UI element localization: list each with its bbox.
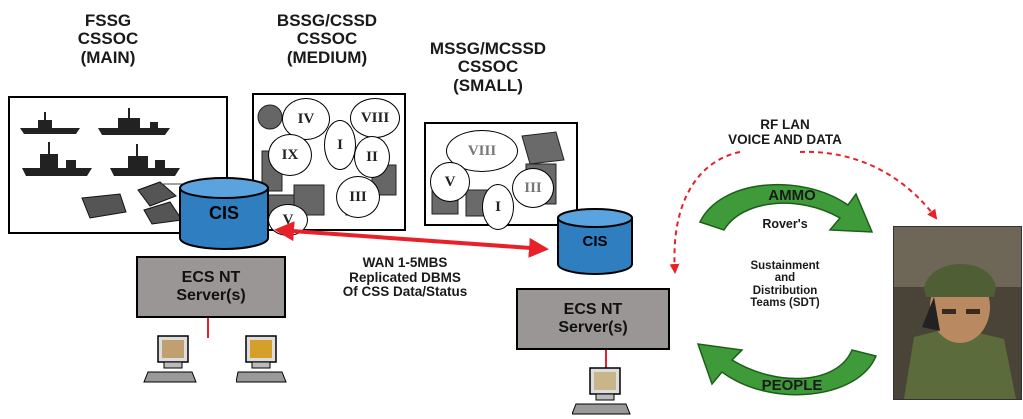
server-left-line2: Server(s): [176, 287, 246, 304]
class-circle-iii: III: [336, 176, 380, 218]
mssg-title-line2: CSSOC: [457, 57, 519, 77]
server-right-line2: Server(s): [558, 319, 628, 336]
cis-database-right: [557, 208, 633, 275]
people-label: PEOPLE: [761, 377, 823, 394]
class-circle-v-small: V: [430, 162, 470, 202]
class-circle-ix: IX: [268, 134, 312, 176]
sdt-line4: Teams (SDT): [750, 297, 820, 310]
mssg-title: MSSG/MCSSD CSSOC (SMALL): [418, 39, 558, 95]
cis-database-left: [179, 177, 269, 250]
bssg-title-line3: (MEDIUM): [286, 47, 368, 67]
mssg-title-line3: (SMALL): [453, 75, 523, 95]
sdt-line1: Sustainment: [750, 260, 820, 272]
class-circle-iii-small: III: [512, 168, 554, 208]
wan-label-line1: WAN 1-5MBS: [362, 255, 448, 270]
fssg-box: [8, 96, 228, 234]
rflan-label-line1: RF LAN: [760, 117, 810, 132]
rflan-label: RF LAN VOICE AND DATA: [700, 117, 870, 147]
rovers-label: Rover's: [762, 217, 808, 231]
cis-label-left: CIS: [208, 203, 239, 223]
bssg-title: BSSG/CSSD CSSOC (MEDIUM): [262, 11, 392, 67]
ammo-arrow: [698, 183, 874, 233]
ecs-server-right: ECS NT Server(s): [516, 288, 670, 350]
ecs-server-left: ECS NT Server(s): [136, 256, 286, 318]
ship-silhouettes: [20, 108, 220, 225]
soldier-illustration: [894, 227, 1021, 399]
mssg-title-line1: MSSG/MCSSD: [429, 39, 547, 58]
fssg-title: FSSG CSSOC (MAIN): [58, 11, 158, 67]
class-circle-ii: II: [354, 136, 390, 178]
sdt-label: Sustainment and Distribution Teams (SDT): [730, 260, 840, 310]
soldier-photo: [893, 226, 1022, 400]
class-circle-iv: IV: [282, 98, 330, 140]
server-right-line1: ECS NT: [563, 300, 623, 318]
fssg-title-line2: CSSOC: [77, 29, 139, 49]
fssg-title-line1: FSSG: [84, 11, 132, 30]
rflan-arrow-right: [799, 150, 938, 220]
wan-label-line2: Replicated DBMS: [349, 269, 461, 285]
wan-arrow: [274, 221, 549, 258]
sdt-line3: Distribution: [752, 284, 818, 297]
bssg-title-line1: BSSG/CSSD: [276, 11, 378, 30]
wan-label-line3: Of CSS Data/Status: [342, 284, 468, 300]
cis-label-right: CIS: [582, 233, 608, 250]
client-pc-2: [236, 335, 287, 383]
ammo-label: AMMO: [768, 187, 816, 204]
fssg-title-line3: (MAIN): [80, 47, 136, 67]
rflan-label-line2: VOICE AND DATA: [728, 131, 842, 147]
rflan-arrow-left: [669, 151, 741, 274]
bssg-title-line2: CSSOC: [296, 29, 358, 49]
sdt-line2: and: [774, 272, 796, 285]
people-arrow: [696, 343, 878, 396]
class-circle-viii: VIII: [350, 98, 400, 138]
class-circle-i: I: [324, 120, 356, 170]
wan-label: WAN 1-5MBS Replicated DBMS Of CSS Data/S…: [320, 255, 490, 300]
server-left-line1: ECS NT: [181, 268, 241, 286]
client-pc-3: [572, 367, 631, 415]
client-pc-1: [143, 335, 197, 383]
